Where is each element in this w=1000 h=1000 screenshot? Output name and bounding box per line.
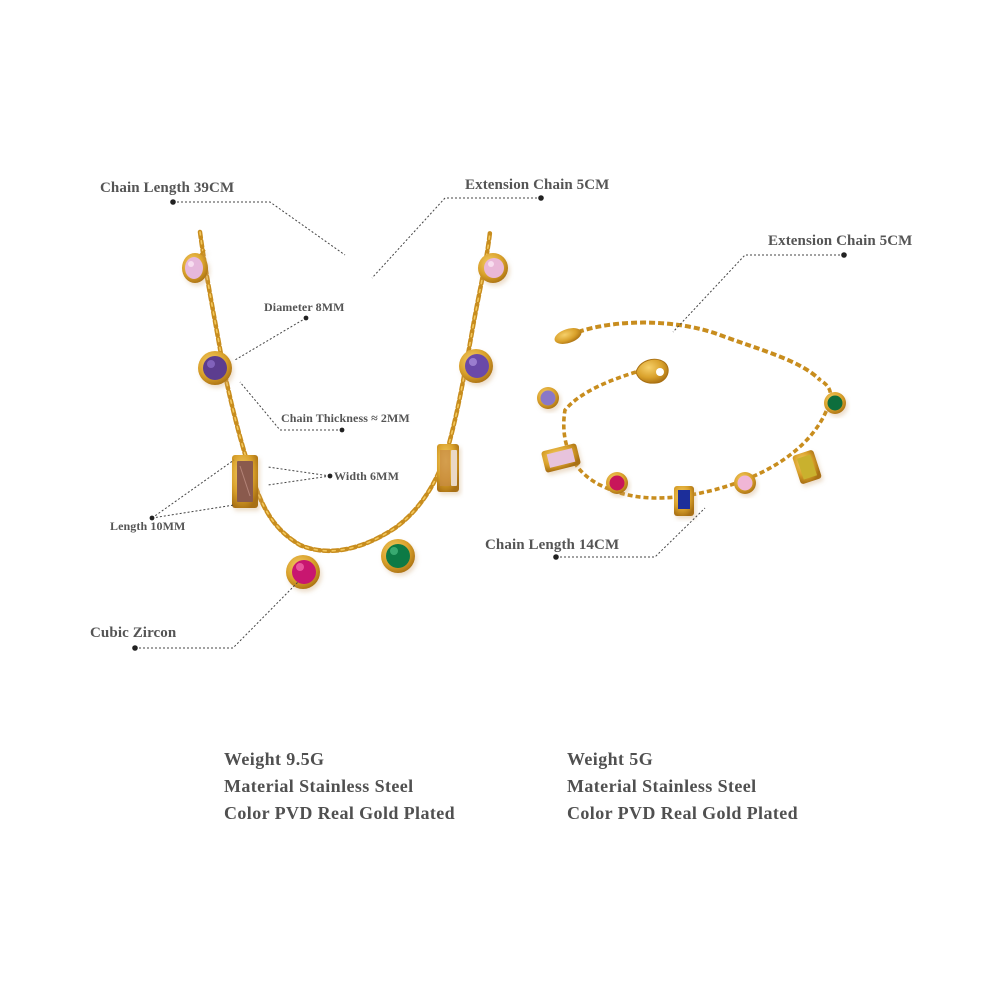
callout-line-length-top: [151, 459, 235, 519]
callout-line-diameter: [234, 317, 307, 361]
callout-line-chain-length-14: [556, 507, 706, 558]
bracelet-charm-citrine-rect: [792, 450, 822, 484]
necklace-charm-amber-rect: [437, 444, 459, 492]
callout-line-extension-bracelet: [672, 254, 844, 333]
necklace-spec-color: Color PVD Real Gold Plated: [224, 803, 456, 823]
label-diameter: Diameter 8MM: [264, 300, 345, 314]
bracelet-charm-pink-rect: [541, 443, 581, 473]
bracelet-extension-chain: [577, 320, 822, 382]
callout-lines: [135, 197, 844, 649]
callout-line-cubic-zircon: [135, 581, 299, 649]
callout-line-extension-necklace: [371, 197, 541, 279]
bracelet-spec-weight: Weight 5G: [567, 749, 654, 769]
label-chain-thickness: Chain Thickness ≈ 2MM: [281, 411, 410, 425]
necklace-charm-purple-round: [198, 351, 232, 385]
necklace-charm-green-round: [381, 539, 415, 573]
necklace-charm-pink-round: [182, 249, 208, 283]
callout-line-width-bottom: [267, 475, 331, 486]
bracelet: [537, 320, 846, 516]
label-width: Width 6MM: [334, 469, 400, 483]
callout-line-chain-length-39: [173, 201, 346, 256]
bracelet-spec-material: Material Stainless Steel: [567, 776, 757, 796]
label-length: Length 10MM: [110, 519, 186, 533]
bracelet-charm-sapphire-rect: [674, 486, 694, 516]
necklace-charm-brown-rect: [232, 455, 258, 508]
bracelet-charm-ruby-round: [606, 472, 628, 494]
label-cubic-zircon: Cubic Zircon: [90, 625, 177, 641]
callout-line-chain-thickness: [239, 381, 342, 431]
callout-line-width-top: [267, 466, 331, 477]
necklace-charm-magenta-round: [286, 555, 320, 589]
necklace-specs: Weight 9.5G Material Stainless Steel Col…: [224, 746, 455, 827]
label-bracelet-chain-length: Chain Length 14CM: [485, 537, 620, 553]
bracelet-chain: [562, 370, 833, 500]
bracelet-charm-lavender-round: [537, 387, 559, 409]
bracelet-spec-color: Color PVD Real Gold Plated: [567, 803, 799, 823]
necklace: [182, 229, 508, 589]
necklace-charm-purple-round-right: [459, 349, 493, 383]
necklace-spec-weight: Weight 9.5G: [224, 749, 325, 769]
bracelet-charm-emerald-round: [824, 392, 846, 414]
callout-line-length-bottom: [151, 504, 235, 519]
bracelet-charm-pink-round: [734, 472, 756, 494]
bracelet-tag: [554, 328, 582, 344]
necklace-charm-pink-round-right: [478, 253, 508, 283]
label-necklace-extension-chain: Extension Chain 5CM: [465, 177, 610, 193]
necklace-spec-material: Material Stainless Steel: [224, 776, 414, 796]
callout-dots: [132, 195, 847, 651]
bracelet-specs: Weight 5G Material Stainless Steel Color…: [567, 746, 798, 827]
label-bracelet-extension-chain: Extension Chain 5CM: [768, 233, 913, 249]
lobster-clasp: [635, 358, 669, 384]
label-necklace-chain-length: Chain Length 39CM: [100, 180, 235, 196]
